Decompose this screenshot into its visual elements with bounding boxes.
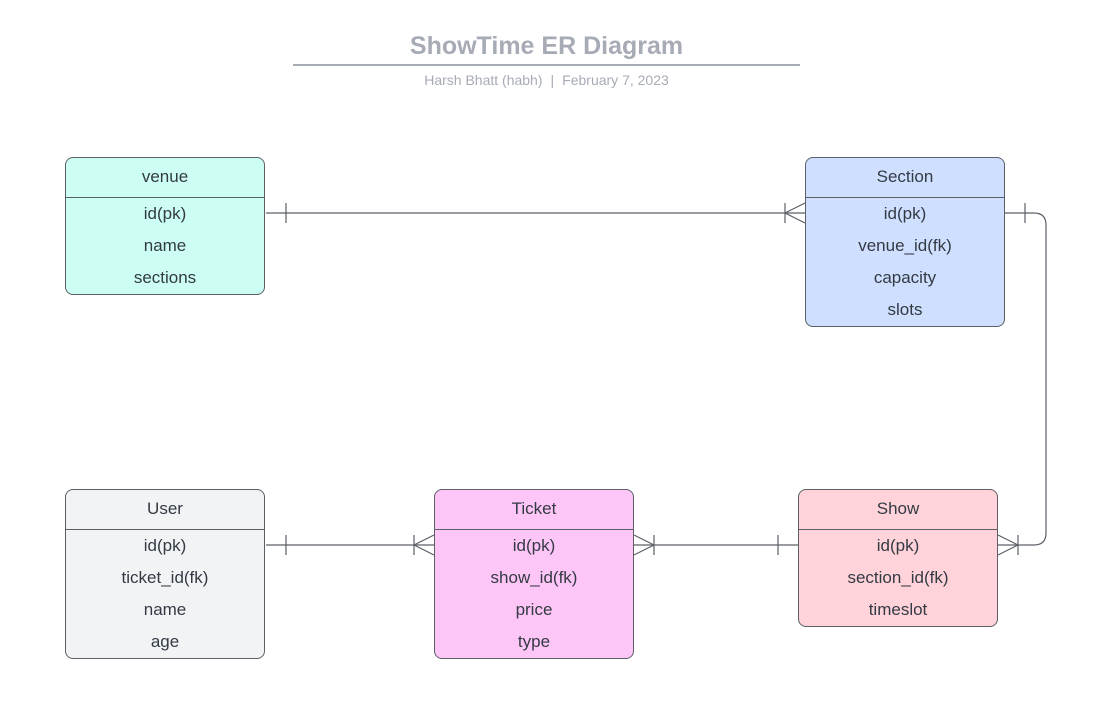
- field-section-capacity: capacity: [873, 268, 937, 287]
- entity-ticket-header: Ticket: [435, 490, 633, 530]
- field-user-age: age: [150, 632, 180, 651]
- entity-show-fields: id(pk) section_id(fk) timeslot: [799, 530, 997, 626]
- field-user-id: id(pk): [143, 536, 187, 555]
- entity-section-fields: id(pk) venue_id(fk) capacity slots: [806, 198, 1004, 326]
- diagram-title: ShowTime ER Diagram: [409, 32, 684, 60]
- entity-venue[interactable]: venue id(pk) name sections: [65, 157, 265, 295]
- field-ticket-price: price: [515, 600, 553, 619]
- diagram-subtitle: Harsh Bhatt (habh) | February 7, 2023: [293, 72, 800, 88]
- diagram-date: February 7, 2023: [562, 72, 669, 88]
- field-venue-id: id(pk): [143, 204, 187, 223]
- entity-show[interactable]: Show id(pk) section_id(fk) timeslot: [798, 489, 998, 627]
- field-show-section-id: section_id(fk): [847, 568, 949, 587]
- connector-venue-section[interactable]: [266, 202, 806, 224]
- field-venue-name: name: [143, 236, 187, 255]
- title-divider: [293, 64, 800, 66]
- field-show-id: id(pk): [876, 536, 920, 555]
- entity-show-header: Show: [799, 490, 997, 530]
- entity-ticket[interactable]: Ticket id(pk) show_id(fk) price type: [434, 489, 634, 659]
- entity-section[interactable]: Section id(pk) venue_id(fk) capacity slo…: [805, 157, 1005, 327]
- field-section-venue-id: venue_id(fk): [858, 236, 952, 255]
- field-ticket-show-id: show_id(fk): [490, 568, 578, 587]
- connector-section-show[interactable]: [997, 203, 1047, 556]
- field-ticket-id: id(pk): [512, 536, 556, 555]
- entity-user[interactable]: User id(pk) ticket_id(fk) name age: [65, 489, 265, 659]
- entity-venue-header: venue: [66, 158, 264, 198]
- author-name: Harsh Bhatt (habh): [424, 72, 543, 88]
- entity-user-header: User: [66, 490, 264, 530]
- field-venue-sections: sections: [133, 268, 197, 287]
- field-section-id: id(pk): [883, 204, 927, 223]
- entity-venue-fields: id(pk) name sections: [66, 198, 264, 294]
- field-user-ticket-id: ticket_id(fk): [121, 568, 209, 587]
- field-user-name: name: [143, 600, 187, 619]
- field-show-timeslot: timeslot: [868, 600, 928, 619]
- connector-user-ticket[interactable]: [266, 534, 435, 556]
- connector-ticket-show[interactable]: [633, 534, 798, 556]
- field-section-slots: slots: [887, 300, 923, 319]
- entity-ticket-fields: id(pk) show_id(fk) price type: [435, 530, 633, 658]
- field-ticket-type: type: [517, 632, 551, 651]
- entity-section-header: Section: [806, 158, 1004, 198]
- subtitle-separator: |: [550, 72, 555, 88]
- entity-user-fields: id(pk) ticket_id(fk) name age: [66, 530, 264, 658]
